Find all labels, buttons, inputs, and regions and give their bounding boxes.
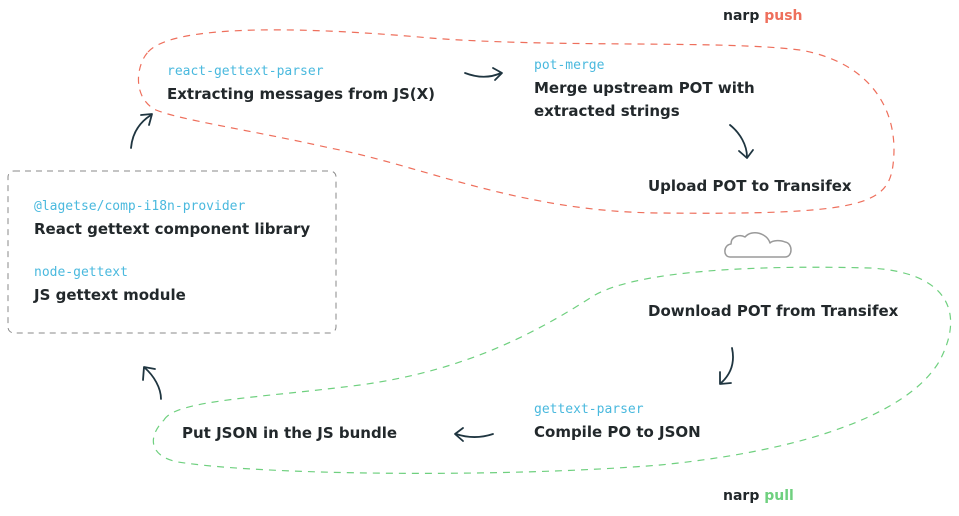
step-description: Extracting messages from JS(X) <box>167 85 436 103</box>
narp-push-command: narp <box>723 8 760 24</box>
step-description: JS gettext module <box>34 286 186 304</box>
library-item-comp-i18n-provider: @lagetse/comp-i18n-provider React gettex… <box>34 199 310 241</box>
narp-pull-label: narp pull <box>723 488 794 504</box>
narp-pull-command: narp <box>723 488 760 504</box>
step-description-line-2: extracted strings <box>534 102 680 120</box>
step-description: Upload POT to Transifex <box>648 177 852 195</box>
step-description: Compile PO to JSON <box>534 423 701 441</box>
push-loop-outline <box>137 29 895 214</box>
step-description: Put JSON in the JS bundle <box>182 424 398 442</box>
curved-arrow-icon <box>130 113 153 149</box>
narp-push-action: push <box>764 8 803 24</box>
curved-arrow-icon <box>464 67 503 81</box>
step-description: React gettext component library <box>34 220 311 238</box>
narp-push-label: narp push <box>723 8 803 24</box>
step-extract-messages: react-gettext-parser Extracting messages… <box>167 64 435 106</box>
curved-arrow-icon <box>454 427 494 442</box>
library-item-node-gettext: node-gettext JS gettext module <box>34 265 186 307</box>
curved-arrow-icon <box>729 124 754 159</box>
step-description: Download POT from Transifex <box>648 302 899 320</box>
step-upload-pot: Upload POT to Transifex <box>648 175 852 198</box>
step-download-pot: Download POT from Transifex <box>648 300 898 323</box>
library-box-outline <box>7 170 337 334</box>
package-name: pot-merge <box>534 58 605 73</box>
package-name: gettext-parser <box>534 402 644 417</box>
package-name: react-gettext-parser <box>167 64 324 79</box>
package-name: node-gettext <box>34 265 128 280</box>
step-put-json: Put JSON in the JS bundle <box>182 422 397 445</box>
curved-arrow-icon <box>719 347 734 385</box>
package-name: @lagetse/comp-i18n-provider <box>34 199 246 214</box>
step-compile-po: gettext-parser Compile PO to JSON <box>534 402 701 444</box>
cloud-icon <box>724 232 792 258</box>
narp-pull-action: pull <box>764 488 794 504</box>
curved-arrow-icon <box>142 366 162 400</box>
step-merge-pot: pot-merge Merge upstream POT with extrac… <box>534 58 755 123</box>
step-description-line-1: Merge upstream POT with <box>534 79 755 97</box>
